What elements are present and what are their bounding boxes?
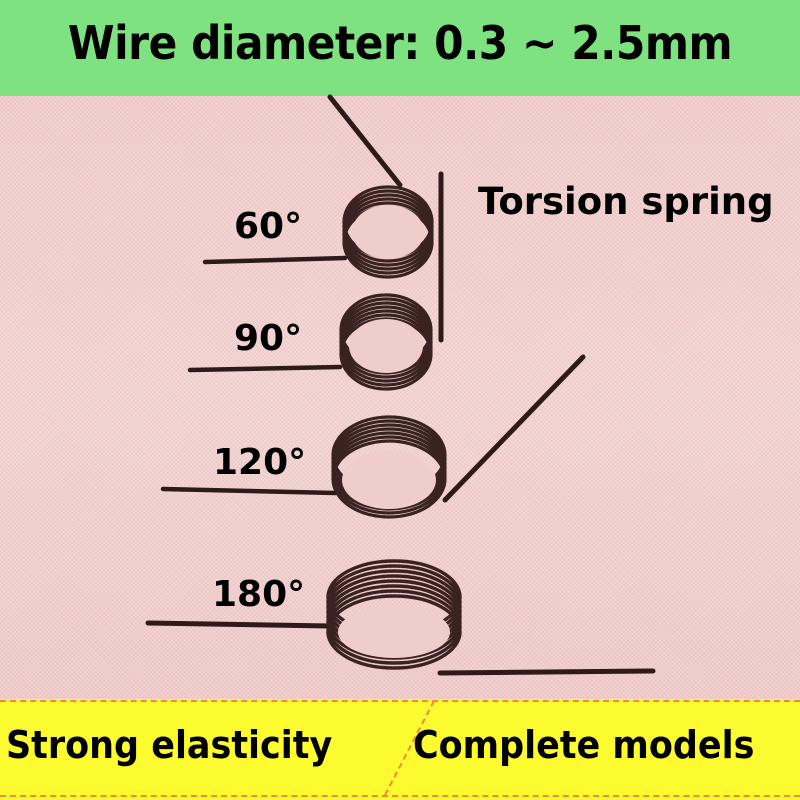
angle-label-180: 180° <box>212 574 306 615</box>
angle-label-120: 120° <box>213 442 307 483</box>
spring-120-degree <box>160 354 586 519</box>
spring-60-degree <box>202 94 434 279</box>
bottom-banner: Strong elasticity Complete models <box>0 699 800 800</box>
spring-90-degree <box>187 171 444 391</box>
feature-strong-elasticity: Strong elasticity <box>6 723 333 767</box>
spring-180-degree <box>145 559 656 676</box>
product-name-label: Torsion spring <box>478 180 774 223</box>
diagonal-dashed-divider <box>383 700 435 798</box>
wire-diameter-title: Wire diameter: 0.3 ~ 2.5mm <box>67 16 733 70</box>
angle-label-60: 60° <box>234 206 303 247</box>
feature-complete-models: Complete models <box>413 723 755 767</box>
angle-label-90: 90° <box>234 318 303 359</box>
top-dashed-divider <box>0 700 800 702</box>
bottom-dashed-divider <box>0 795 800 797</box>
top-banner: Wire diameter: 0.3 ~ 2.5mm <box>0 0 800 96</box>
